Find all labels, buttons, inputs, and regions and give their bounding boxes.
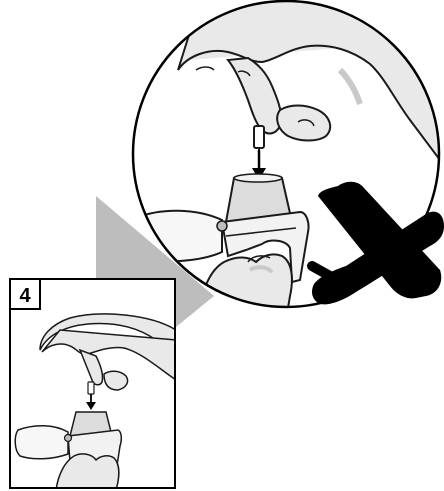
x-cross-icon <box>307 181 444 305</box>
step-number: 4 <box>19 285 31 307</box>
small-down-arrow-icon <box>86 381 96 410</box>
upper-hand <box>177 1 439 163</box>
small-device <box>14 411 123 473</box>
small-upper-hand <box>39 313 175 391</box>
small-lower-hand <box>55 453 120 488</box>
step-number-badge: 4 <box>9 278 41 310</box>
device <box>133 173 310 284</box>
step-box: 4 <box>9 278 176 489</box>
